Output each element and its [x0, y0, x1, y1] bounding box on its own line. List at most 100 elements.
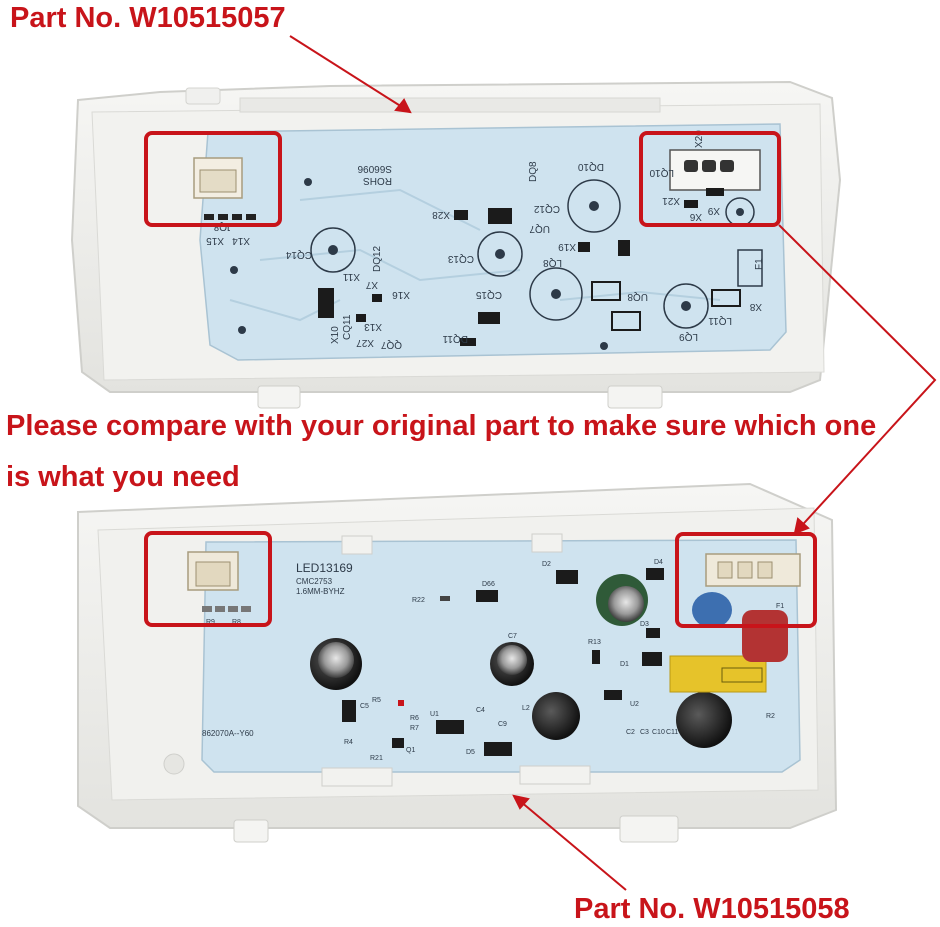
- silk-x21: X21: [662, 195, 680, 206]
- top-inductor-lq9-pad: [681, 301, 691, 311]
- silk-x20: X20: [694, 130, 705, 148]
- top-mount-hole-3: [600, 342, 608, 350]
- comparison-note-line-1: Please compare with your original part t…: [6, 410, 877, 442]
- top-mount-hole-2: [238, 326, 246, 334]
- silk-l2: L2: [522, 705, 530, 712]
- silk-x15: X15: [206, 235, 224, 246]
- silk-x19: X19: [558, 241, 576, 252]
- silk-cq12: CQ12: [533, 203, 560, 214]
- silk-c2: C2: [626, 729, 635, 736]
- silk-lq10: LQ10: [649, 167, 674, 178]
- silk-r13: R13: [588, 639, 601, 646]
- top-part-number-label: Part No. W10515057: [10, 2, 286, 34]
- silk-x14: X14: [232, 235, 250, 246]
- top-part-x13: [356, 314, 366, 322]
- bottom-connector-right-pin3: [757, 561, 773, 579]
- silk-r2: R2: [766, 713, 775, 720]
- top-mount-hole-4: [304, 178, 312, 186]
- bottom-connector-right-pin1: [717, 561, 733, 579]
- bottom-smd-pads-r9-r8: [202, 606, 251, 612]
- silk-rohs: ROHS: [363, 175, 392, 186]
- silk-dq8: DQ8: [528, 161, 539, 182]
- bottom-cap-large-left-top: [318, 642, 354, 678]
- silk-c11: C11: [666, 729, 678, 736]
- top-clip-tab-right: [607, 385, 663, 409]
- silk-d2: D2: [542, 561, 551, 568]
- bottom-diode-d1: [642, 652, 662, 666]
- bottom-cap-green-top: [608, 586, 644, 622]
- silk-u1: U1: [430, 711, 439, 718]
- silk-f1: F1: [776, 603, 784, 610]
- arrow-top-part-line: [289, 35, 411, 113]
- top-diode-dq10: [488, 208, 512, 224]
- silk-r9: R9: [206, 619, 215, 626]
- top-part-x28: [454, 210, 468, 220]
- silk-cq14: CQ14: [285, 249, 312, 260]
- top-part-x21: [706, 188, 724, 196]
- bottom-pcb-clip-1: [341, 535, 373, 555]
- silk-c10: C10: [652, 729, 665, 736]
- bottom-resistor-r22: [440, 596, 450, 601]
- silk-x28: X28: [432, 209, 450, 220]
- silk-cmc2753: CMC2753: [296, 577, 333, 586]
- top-inductor-lq11-pad: [736, 208, 744, 216]
- annotation-arrows: [289, 35, 937, 891]
- top-connector-x20-pin2: [702, 160, 716, 172]
- bottom-ic-u1: [436, 720, 464, 734]
- bottom-diode-d4: [646, 568, 664, 580]
- silk-c3: C3: [640, 729, 649, 736]
- bottom-ic-u2: [604, 690, 622, 700]
- top-part-x19: [578, 242, 590, 252]
- silk-x7: X7: [365, 279, 378, 290]
- silk-c4: C4: [476, 707, 485, 714]
- silk-d4: D4: [654, 559, 663, 566]
- bottom-pcb-clip-3: [321, 767, 393, 787]
- top-cap-cq13: [477, 231, 523, 277]
- top-part-x11: [318, 288, 334, 318]
- bottom-housing-boss: [163, 753, 185, 775]
- silk-q1: Q1: [406, 747, 415, 754]
- silk-d3: D3: [640, 621, 649, 628]
- silk-s66096: S66096: [357, 163, 392, 174]
- silk-cq15: CQ15: [475, 289, 502, 300]
- bottom-connector-left-body: [195, 561, 231, 587]
- top-part-x6: [684, 200, 698, 208]
- top-inductor-lq9: [663, 283, 709, 329]
- silk-r22: R22: [412, 597, 425, 604]
- top-part-dq11: [460, 338, 476, 346]
- bottom-y-capacitor: [692, 592, 732, 628]
- bottom-pcb-clip-4: [519, 765, 591, 785]
- bottom-inductor-right: [676, 692, 732, 748]
- top-clip-tab-left: [257, 385, 301, 409]
- top-cap-cq12-pad: [589, 201, 599, 211]
- top-fuse-f1: [737, 249, 763, 287]
- bottom-connector-right-pin2: [737, 561, 753, 579]
- bottom-diode-d5: [484, 742, 512, 756]
- top-part-x16: [372, 294, 382, 302]
- silk-r7: R7: [410, 725, 419, 732]
- arrow-bottom-part-line: [513, 795, 627, 891]
- silk-u2: U2: [630, 701, 639, 708]
- bottom-diode-d66: [476, 590, 498, 602]
- top-clip-tab-top: [185, 87, 221, 105]
- silk-board-id: 862070A--Y60: [202, 729, 254, 738]
- top-highlight-left-connector: [144, 131, 282, 227]
- bottom-transistor-q1: [392, 738, 404, 748]
- silk-x16: X16: [392, 289, 410, 300]
- bottom-clip-tab-right: [619, 815, 679, 843]
- silk-x8: X8: [749, 301, 762, 312]
- silk-r8: R8: [232, 619, 241, 626]
- silk-d1: D1: [620, 661, 629, 668]
- silk-c5: C5: [360, 703, 369, 710]
- top-part-d1: [618, 240, 630, 256]
- bottom-clip-tab-left: [233, 819, 269, 843]
- top-part-xq9: [611, 311, 641, 331]
- bottom-led-d6: [398, 700, 404, 706]
- top-pcb-traces: [229, 188, 721, 322]
- top-housing-rail: [239, 97, 661, 113]
- silk-dq11: DQ11: [442, 333, 468, 344]
- bottom-board-assembly: LED13169 CMC2753 1.6MM-BYHZ R22 D66 D2 D…: [77, 482, 838, 843]
- arrow-top-part-head: [394, 98, 412, 114]
- arrow-connector-link-line: [778, 224, 937, 534]
